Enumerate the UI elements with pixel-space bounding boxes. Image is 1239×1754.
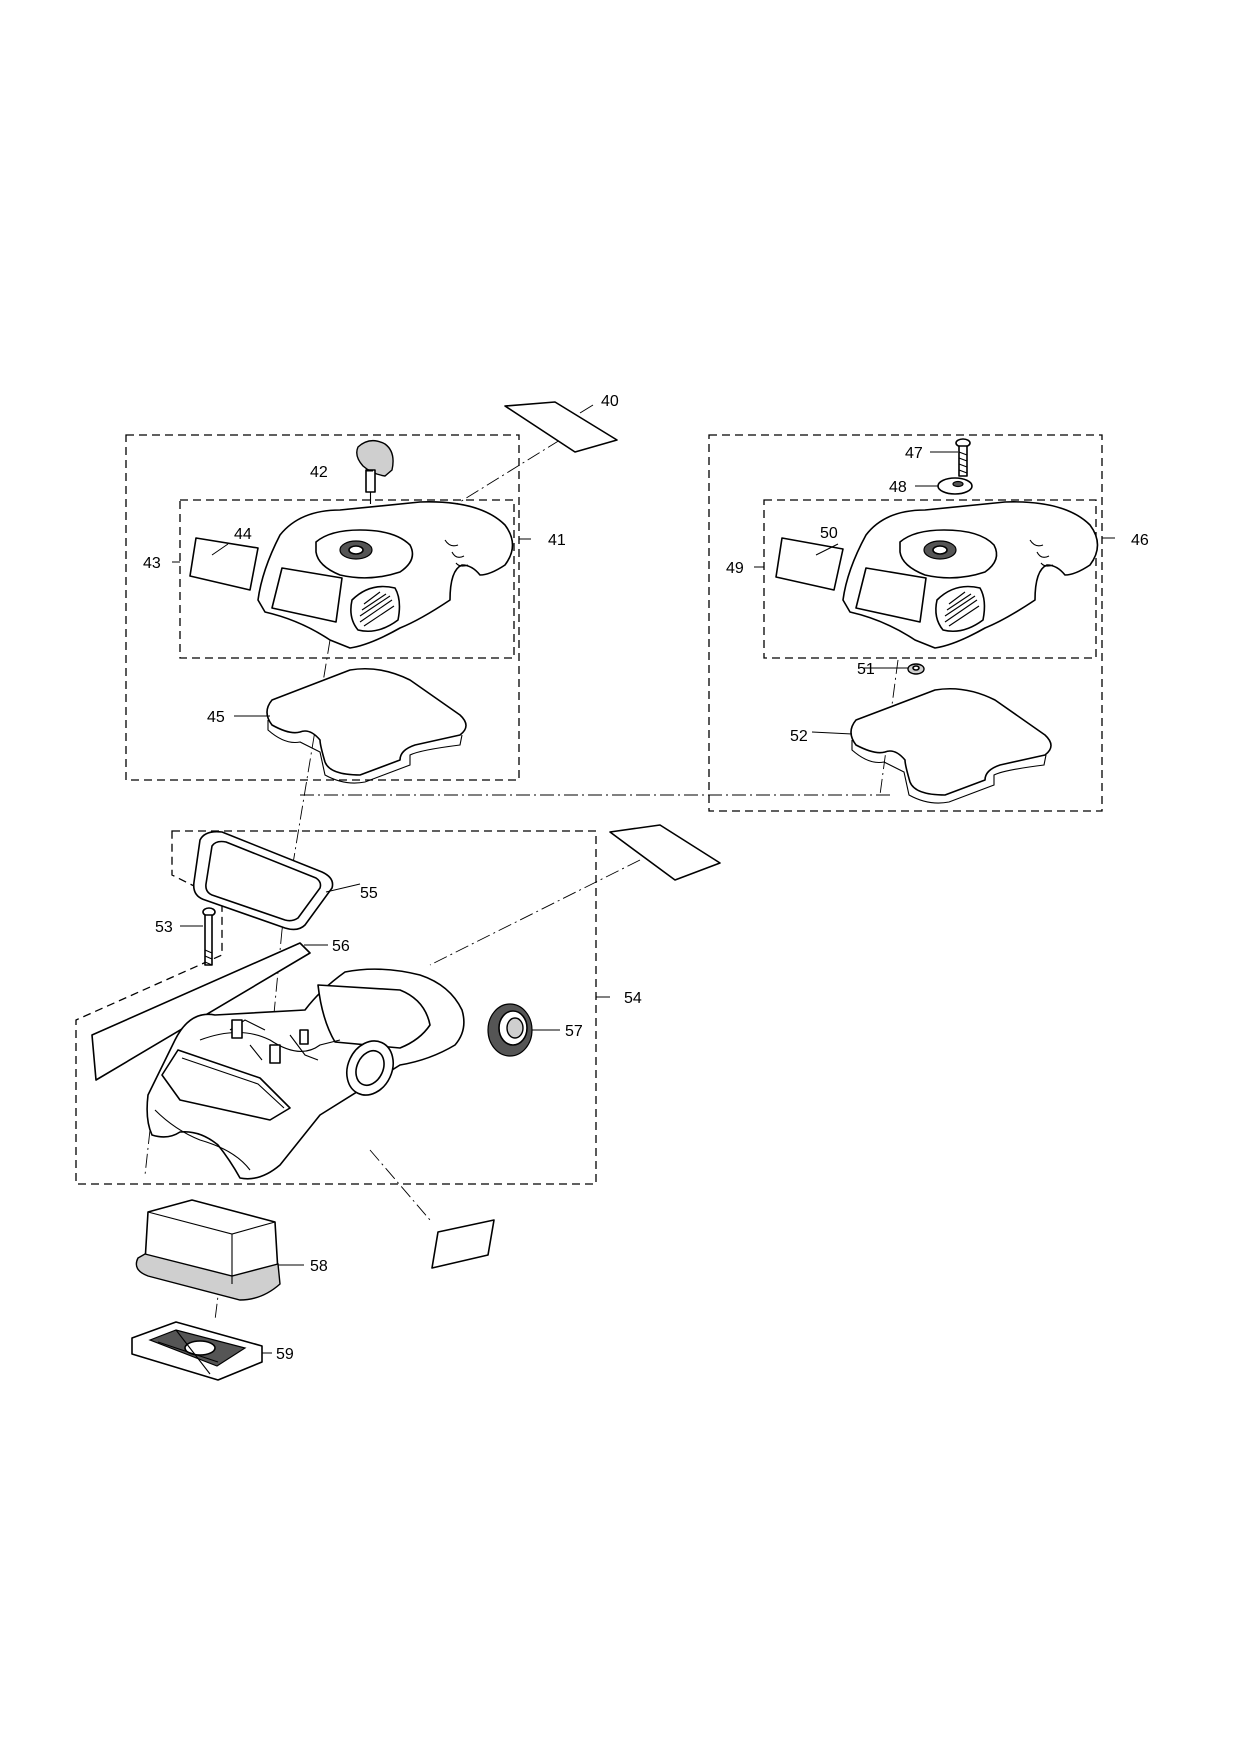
label-48: 48 [889, 479, 907, 496]
part-54-bottom-label [431, 1219, 495, 1269]
label-45: 45 [207, 709, 225, 726]
part-54-housing [146, 968, 465, 1180]
part-48-washer [937, 477, 973, 495]
part-41-cover [257, 501, 514, 649]
leader-lines [172, 404, 1115, 1354]
label-54: 54 [624, 990, 642, 1007]
part-53-bolt [202, 907, 216, 966]
label-46: 46 [1131, 532, 1149, 549]
part-51-nut [907, 663, 925, 675]
label-50: 50 [820, 525, 838, 542]
label-52: 52 [790, 728, 808, 745]
label-43: 43 [143, 555, 161, 572]
part-55-gasket [192, 830, 334, 931]
label-56: 56 [332, 938, 350, 955]
label-44: 44 [234, 526, 252, 543]
label-41: 41 [548, 532, 566, 549]
label-42: 42 [310, 464, 328, 481]
part-45-filter-foam [266, 667, 467, 784]
label-59: 59 [276, 1346, 294, 1363]
part-46-cover [842, 501, 1099, 649]
part-54-label-sheet [609, 824, 721, 881]
part-44-decal [189, 537, 259, 591]
part-56-label-strip [91, 942, 311, 1081]
group-box-41 [125, 434, 520, 781]
part-59-filter-grid [131, 1321, 263, 1381]
label-55: 55 [360, 885, 378, 902]
label-47: 47 [905, 445, 923, 462]
label-57: 57 [565, 1023, 583, 1040]
label-51: 51 [857, 661, 875, 678]
label-53: 53 [155, 919, 173, 936]
part-40-label-sheet [504, 401, 618, 453]
label-49: 49 [726, 560, 744, 577]
part-42-knob [356, 439, 394, 504]
label-58: 58 [310, 1258, 328, 1275]
part-58-filter-element [135, 1199, 281, 1301]
assembly-group-boxes [75, 434, 1103, 1185]
group-box-49 [763, 499, 1097, 659]
group-box-46 [708, 434, 1103, 812]
part-50-decal [775, 537, 844, 591]
part-57-grommet [487, 1003, 533, 1057]
part-52-filter-foam [850, 687, 1052, 804]
label-40: 40 [601, 393, 619, 410]
part-47-screw [955, 438, 971, 477]
group-box-54 [75, 830, 597, 1185]
part-number-labels: 40 41 42 43 44 45 46 47 48 49 50 51 52 5… [143, 393, 1149, 1363]
group-box-43 [179, 499, 515, 659]
